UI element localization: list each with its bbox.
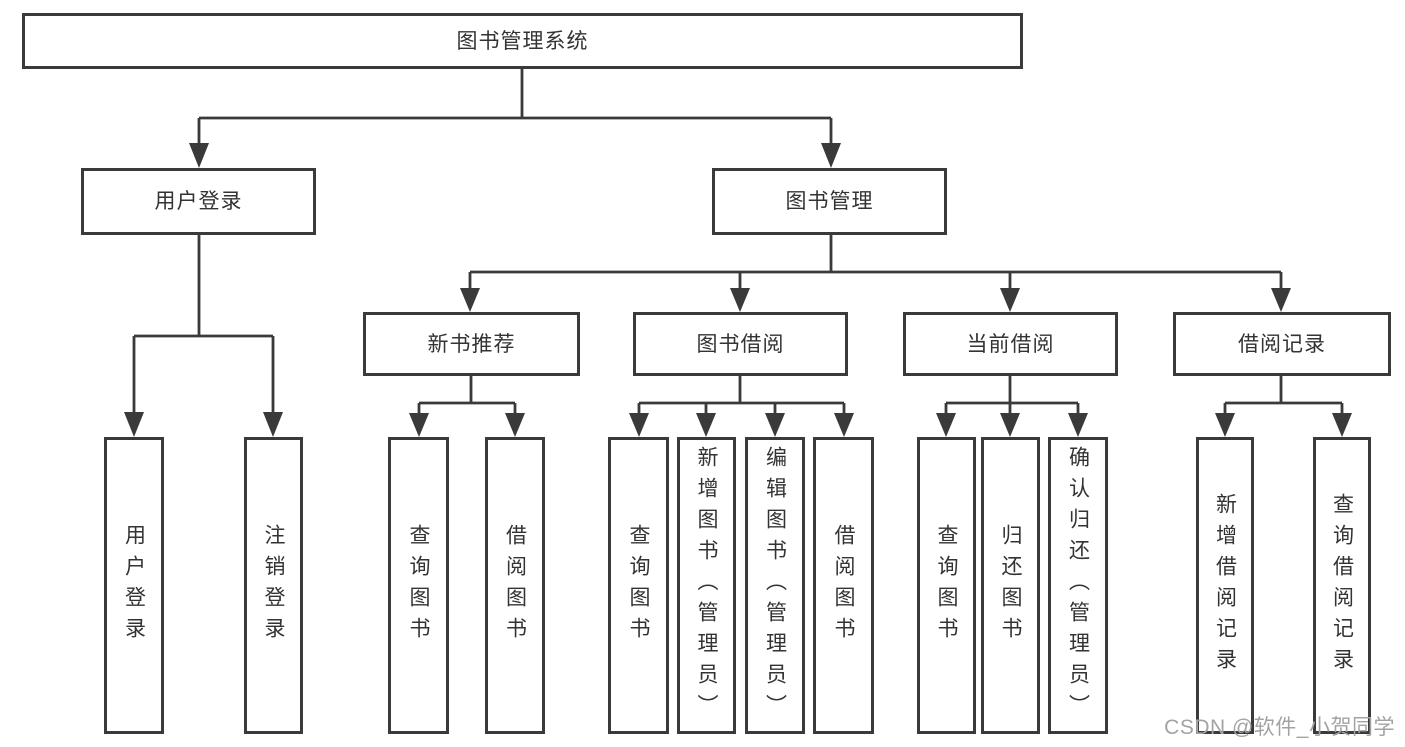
node-new-book-recommendation: 新书推荐	[363, 312, 580, 376]
leaf-query-books-recommend: 查询图书	[388, 437, 449, 734]
leaf-query-books-borrowing: 查询图书	[608, 437, 669, 734]
leaf-add-borrow-record: 新增借阅记录	[1196, 437, 1254, 734]
node-user-login: 用户登录	[81, 168, 316, 235]
node-book-borrowing: 图书借阅	[633, 312, 848, 376]
leaf-query-books-current: 查询图书	[917, 437, 976, 734]
leaf-query-borrow-record: 查询借阅记录	[1313, 437, 1371, 734]
node-current-borrowing: 当前借阅	[903, 312, 1118, 376]
leaf-confirm-return-admin: 确认归还（管理员）	[1048, 437, 1108, 734]
leaf-add-book-admin: 新增图书（管理员）	[677, 437, 736, 734]
leaf-borrow-books-borrowing: 借阅图书	[813, 437, 874, 734]
leaf-logout: 注销登录	[244, 437, 303, 734]
leaf-user-login: 用户登录	[104, 437, 164, 734]
leaf-edit-book-admin: 编辑图书（管理员）	[745, 437, 805, 734]
csdn-watermark: CSDN @软件_小贺同学	[1164, 716, 1395, 739]
node-borrowing-records: 借阅记录	[1173, 312, 1391, 376]
node-library-management-system: 图书管理系统	[22, 13, 1023, 69]
node-book-management: 图书管理	[712, 168, 947, 235]
leaf-borrow-books-recommend: 借阅图书	[485, 437, 545, 734]
leaf-return-book: 归还图书	[981, 437, 1040, 734]
